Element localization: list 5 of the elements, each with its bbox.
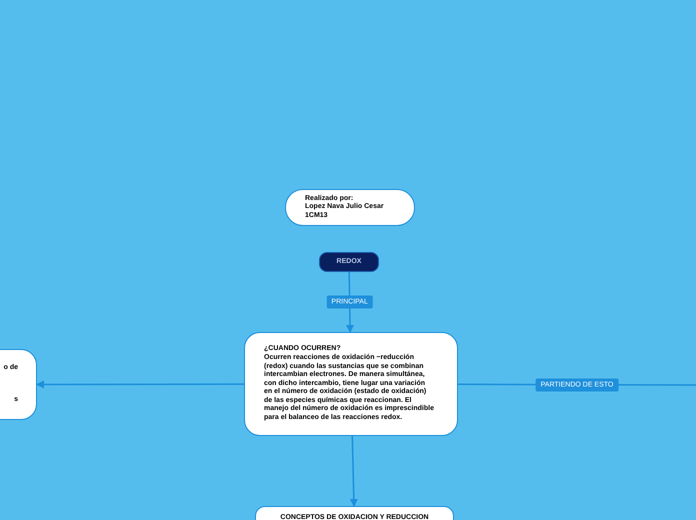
connector-arrow [36,380,244,388]
concept-box [244,332,458,436]
topic-box [319,252,379,272]
concept-box [285,189,415,226]
connector-arrow [350,436,358,507]
